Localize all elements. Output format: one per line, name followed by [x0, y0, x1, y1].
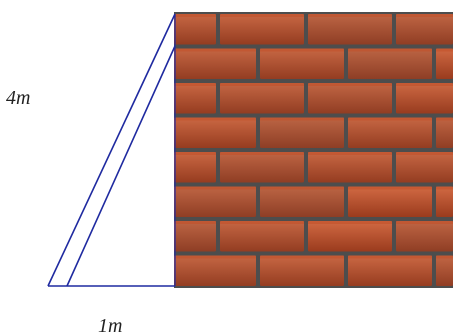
base-label: 1m [98, 315, 122, 336]
brick-highlight [174, 186, 256, 190]
brick [308, 152, 392, 183]
brick [174, 152, 216, 183]
brick-highlight [308, 221, 392, 224]
brick-wall [174, 12, 453, 288]
brick [174, 255, 256, 286]
brick-highlight [174, 14, 216, 17]
brick-highlight [260, 117, 344, 121]
brick [220, 83, 304, 114]
ladder [47, 13, 176, 287]
brick [348, 117, 432, 148]
brick-highlight [436, 186, 453, 190]
brick-highlight [348, 117, 432, 121]
brick [220, 14, 304, 45]
brick [220, 152, 304, 183]
brick-highlight [396, 221, 453, 224]
brick-highlight [308, 14, 392, 17]
brick-highlight [308, 152, 392, 155]
brick-highlight [220, 221, 304, 224]
brick [174, 14, 216, 45]
brick [348, 48, 432, 79]
brick-highlight [396, 14, 453, 17]
brick [396, 14, 453, 45]
brick-highlight [348, 186, 432, 190]
brick [260, 117, 344, 148]
brick-highlight [174, 152, 216, 155]
brick [260, 186, 344, 217]
brick [220, 221, 304, 252]
height-label: 4m [6, 87, 30, 109]
brick [348, 186, 432, 217]
brick-highlight [260, 48, 344, 52]
brick [174, 221, 216, 252]
brick-highlight [436, 255, 453, 259]
brick [174, 83, 216, 114]
brick-rows [174, 14, 453, 286]
brick-highlight [396, 83, 453, 86]
brick-highlight [348, 255, 432, 259]
brick [308, 83, 392, 114]
brick [174, 117, 256, 148]
brick [436, 255, 453, 286]
brick-highlight [436, 117, 453, 121]
brick-highlight [174, 221, 216, 224]
brick-highlight [220, 152, 304, 155]
brick-highlight [174, 255, 256, 259]
brick [348, 255, 432, 286]
brick [260, 48, 344, 79]
brick-highlight [220, 83, 304, 86]
brick-highlight [174, 83, 216, 86]
brick [436, 48, 453, 79]
brick-highlight [174, 48, 256, 52]
brick [308, 14, 392, 45]
brick [436, 186, 453, 217]
brick [436, 117, 453, 148]
brick-highlight [174, 117, 256, 121]
brick [260, 255, 344, 286]
brick [396, 83, 453, 114]
brick-highlight [396, 152, 453, 155]
brick-highlight [436, 48, 453, 52]
brick-highlight [260, 186, 344, 190]
brick [308, 221, 392, 252]
brick-highlight [308, 83, 392, 86]
brick-highlight [220, 14, 304, 17]
ladder-rail-left [47, 13, 176, 287]
brick-highlight [260, 255, 344, 259]
brick [396, 221, 453, 252]
brick [174, 186, 256, 217]
brick-highlight [348, 48, 432, 52]
ladder-rail-right [66, 45, 176, 287]
brick [396, 152, 453, 183]
brick [174, 48, 256, 79]
